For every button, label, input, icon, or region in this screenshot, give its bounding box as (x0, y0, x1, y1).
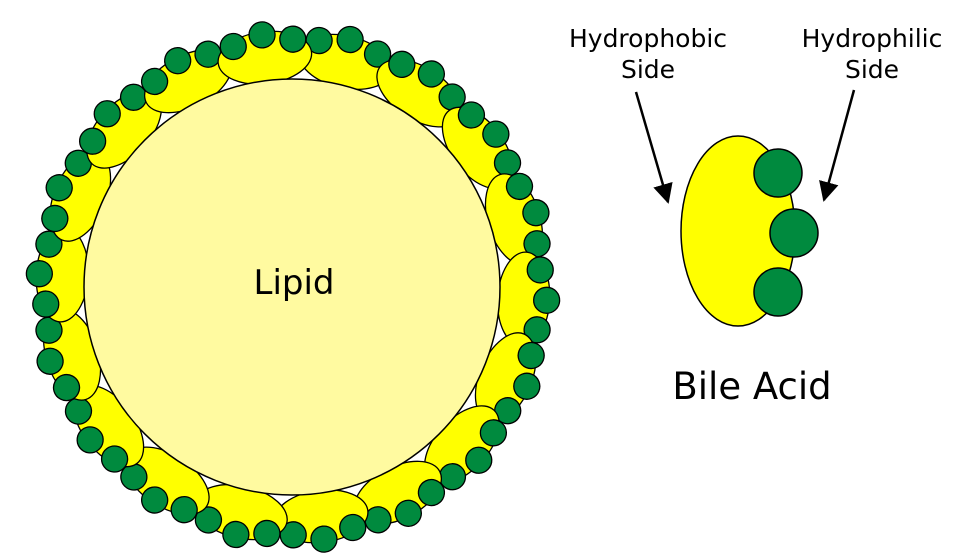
ring-hydrophilic-group (394, 499, 422, 527)
ring-hydrophilic-group (100, 445, 129, 473)
ring-hydrophilic-group (164, 47, 192, 75)
ring-hydrophilic-group (493, 149, 522, 177)
ring-hydrophilic-group (248, 21, 276, 49)
ring-hydrophilic-group (438, 83, 466, 111)
ring-hydrophilic-group (417, 478, 446, 507)
ring-hydrophilic-group (52, 373, 81, 402)
ring-hydrophilic-group (363, 40, 392, 68)
ring-hydrophilic-group (93, 100, 121, 128)
ring-hydrophilic-group (219, 32, 247, 61)
hydrophilic-label-line2: Side (845, 55, 899, 84)
ring-bile-acid (484, 172, 551, 266)
hydrophilic-arrow (819, 89, 856, 202)
ring-hydrophilic-group (35, 230, 63, 258)
hydrophobic-label-line1: Hydrophobic (569, 24, 727, 53)
ring-hydrophilic-group (119, 83, 148, 111)
ring-hydrophilic-group (339, 513, 367, 542)
bile-acid-molecule (680, 135, 819, 327)
hydrophilic-group (769, 208, 819, 258)
hydrophilic-group (753, 267, 803, 317)
ring-hydrophilic-group (253, 519, 281, 548)
ring-hydrophilic-group (523, 230, 551, 258)
ring-hydrophilic-group (45, 174, 73, 202)
ring-bile-acid (64, 384, 145, 473)
ring-hydrophilic-group (222, 520, 250, 549)
ring-hydrophilic-group (465, 446, 493, 474)
ring-hydrophilic-group (336, 25, 364, 54)
ring-hydrophilic-group (36, 347, 64, 375)
ring-hydrophilic-group (494, 397, 522, 425)
ring-hydrophilic-group (388, 50, 416, 78)
ring-bile-acid (273, 489, 369, 553)
ring-hydrophilic-group (513, 372, 541, 400)
lipid-droplet (83, 78, 501, 496)
ring-bile-acid (35, 308, 102, 402)
ring-hydrophilic-group (305, 26, 333, 55)
ring-hydrophilic-group (64, 397, 93, 425)
hydrophobic-label-line2: Side (621, 55, 675, 84)
ring-hydrophilic-group (417, 60, 445, 88)
ring-bile-acid (78, 83, 162, 169)
lipid-label: Lipid (254, 263, 335, 303)
ring-hydrophilic-group (64, 149, 92, 177)
ring-hydrophilic-group (78, 127, 107, 155)
ring-hydrophilic-group (523, 316, 551, 344)
ring-hydrophilic-group (479, 419, 508, 447)
ring-hydrophilic-group (533, 286, 561, 314)
ring-hydrophilic-group (120, 463, 148, 491)
hydrophilic-group (753, 148, 803, 198)
ring-hydrophilic-group (170, 496, 198, 524)
ring-hydrophilic-group (140, 67, 169, 96)
ring-hydrophilic-group (35, 316, 63, 344)
bile-acid-label: Bile Acid (672, 365, 831, 408)
ring-bile-acid (298, 25, 392, 91)
ring-hydrophilic-group (457, 101, 486, 129)
ring-hydrophilic-group (194, 40, 222, 68)
ring-hydrophilic-group (76, 426, 104, 454)
ring-hydrophilic-group (41, 204, 69, 233)
ring-hydrophilic-group (438, 463, 467, 491)
ring-hydrophilic-group (32, 290, 60, 318)
ring-hydrophilic-group (279, 25, 307, 53)
ring-hydrophilic-group (517, 341, 545, 370)
ring-bile-acid (217, 21, 313, 85)
ring-hydrophilic-group (505, 172, 534, 201)
ring-hydrophilic-group (482, 120, 510, 148)
hydrophobic-arrow (634, 91, 673, 204)
hydrophilic-label-line1: Hydrophilic (802, 24, 943, 53)
ring-hydrophilic-group (526, 256, 554, 284)
ring-hydrophilic-group (279, 521, 307, 549)
ring-hydrophilic-group (25, 260, 53, 288)
ring-hydrophilic-group (364, 506, 392, 534)
ring-hydrophilic-group (522, 199, 550, 227)
ring-hydrophilic-group (141, 486, 169, 514)
ring-bile-acid (25, 227, 90, 323)
ring-hydrophilic-group (194, 506, 223, 534)
ring-bile-acid (496, 251, 561, 347)
ring-hydrophilic-group (310, 525, 338, 553)
